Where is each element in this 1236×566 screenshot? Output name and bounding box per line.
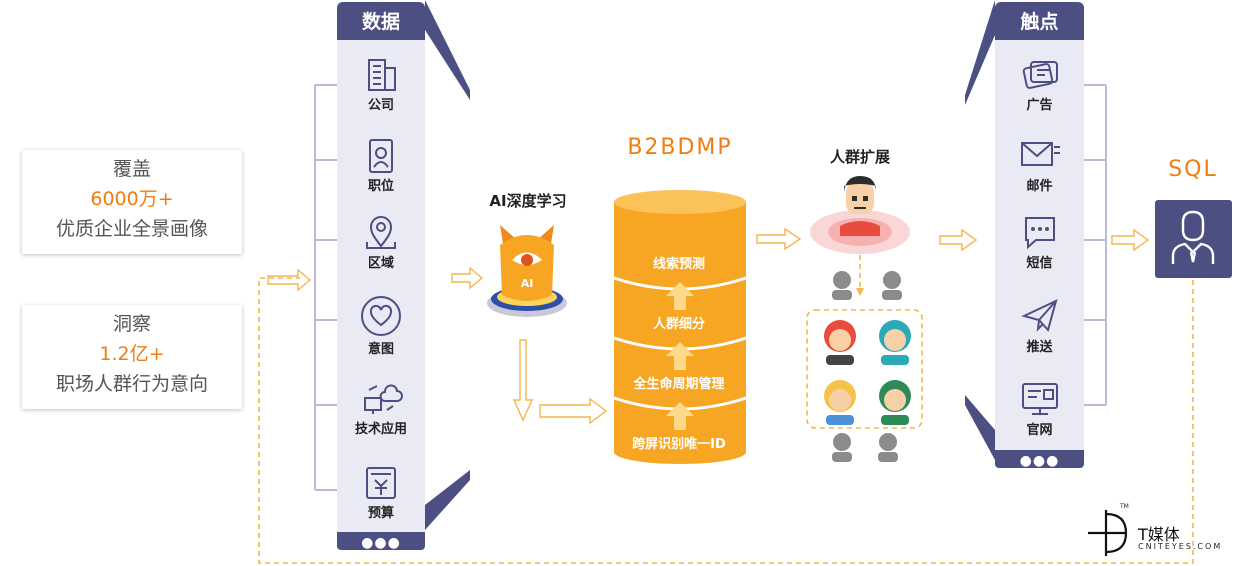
location-pin-icon bbox=[366, 216, 396, 249]
data-item-position: 职位 bbox=[337, 135, 425, 194]
data-item-label: 区域 bbox=[367, 256, 394, 271]
touch-item-push: 推送 bbox=[995, 296, 1084, 355]
dmp-layer-lead-prediction: 线索预测 bbox=[652, 257, 705, 272]
coverage-count: 6000万+ bbox=[90, 188, 174, 210]
logo-tm: TM bbox=[1120, 503, 1129, 510]
ai-fox-icon: AI bbox=[487, 225, 567, 317]
heart-icon bbox=[361, 296, 401, 336]
more-dots-icon[interactable]: ●●● bbox=[1019, 453, 1060, 469]
dmp-layer-cross-screen-id: 跨屏识别唯一ID bbox=[632, 437, 726, 452]
touch-item-sms: 短信 bbox=[995, 212, 1084, 271]
dmp-layer-audience-segment: 人群细分 bbox=[652, 317, 705, 332]
touch-item-label: 官网 bbox=[1026, 423, 1053, 438]
coverage-desc: 优质企业全景画像 bbox=[55, 218, 208, 240]
budget-document-icon bbox=[366, 467, 396, 499]
cniteyes-logo-icon bbox=[1088, 510, 1128, 556]
audience-expansion-graphic bbox=[810, 176, 911, 462]
more-dots-icon[interactable]: ●●● bbox=[361, 535, 401, 551]
sql-title: SQL bbox=[1168, 157, 1218, 182]
touch-item-website: 官网 bbox=[995, 379, 1084, 438]
paper-plane-icon bbox=[1020, 299, 1058, 333]
sales-person-icon bbox=[1171, 210, 1215, 264]
data-item-label: 公司 bbox=[367, 98, 394, 113]
insight-title: 洞察 bbox=[112, 313, 151, 335]
insight-desc: 职场人群行为意向 bbox=[55, 373, 208, 395]
coverage-card: 覆盖 6000万+ 优质企业全景画像 bbox=[22, 150, 242, 254]
data-item-label: 职位 bbox=[367, 179, 394, 194]
sql-user-card bbox=[1155, 200, 1232, 278]
ai-title: AI深度学习 bbox=[489, 192, 567, 210]
data-item-company: 公司 bbox=[337, 54, 425, 113]
touch-panel-footer: ●●● bbox=[995, 450, 1084, 469]
data-item-label: 技术应用 bbox=[354, 422, 407, 437]
data-item-label: 意图 bbox=[367, 342, 394, 357]
dmp-title: B2BDMP bbox=[627, 135, 733, 160]
touch-item-ads: 广告 bbox=[995, 54, 1084, 113]
touch-item-mail: 邮件 bbox=[995, 135, 1084, 194]
data-item-intent: 意图 bbox=[337, 294, 425, 357]
data-panel-footer: ●●● bbox=[337, 532, 425, 551]
coverage-title: 覆盖 bbox=[112, 158, 151, 180]
data-item-label: 预算 bbox=[367, 506, 394, 521]
mail-icon bbox=[1020, 142, 1060, 166]
ad-cards-icon bbox=[1022, 61, 1058, 89]
dmp-layer-lifecycle: 全生命周期管理 bbox=[633, 377, 725, 392]
building-icon bbox=[368, 59, 396, 91]
dmp-database-stack bbox=[613, 190, 747, 464]
logo-name: T媒体 bbox=[1138, 525, 1180, 544]
touch-item-label: 短信 bbox=[1026, 256, 1053, 271]
touch-item-label: 推送 bbox=[1026, 340, 1053, 355]
data-item-tech: 技术应用 bbox=[337, 378, 425, 437]
insight-card: 洞察 1.2亿+ 职场人群行为意向 bbox=[22, 305, 242, 409]
ai-badge: AI bbox=[521, 277, 534, 290]
touch-item-label: 广告 bbox=[1026, 98, 1053, 113]
touch-item-label: 邮件 bbox=[1026, 179, 1053, 194]
touch-panel-title: 触点 bbox=[995, 2, 1084, 40]
data-item-region: 区域 bbox=[337, 212, 425, 271]
cloud-tech-icon bbox=[364, 384, 403, 414]
website-monitor-icon bbox=[1021, 383, 1058, 415]
data-panel: 数据 公司 职位 区域 意图 技术应用 预算 ●●● bbox=[337, 2, 425, 551]
insight-count: 1.2亿+ bbox=[99, 343, 165, 365]
audience-title: 人群扩展 bbox=[829, 148, 890, 166]
data-item-budget: 预算 bbox=[337, 462, 425, 521]
badge-icon bbox=[369, 139, 393, 173]
data-panel-title: 数据 bbox=[337, 2, 425, 40]
main-person-icon bbox=[840, 176, 880, 236]
touch-panel: 触点 广告 邮件 短信 推送 官网 ●●● bbox=[995, 2, 1084, 469]
sms-bubble-icon bbox=[1024, 217, 1055, 250]
logo-domain: CNITEYES.COM bbox=[1138, 542, 1223, 551]
